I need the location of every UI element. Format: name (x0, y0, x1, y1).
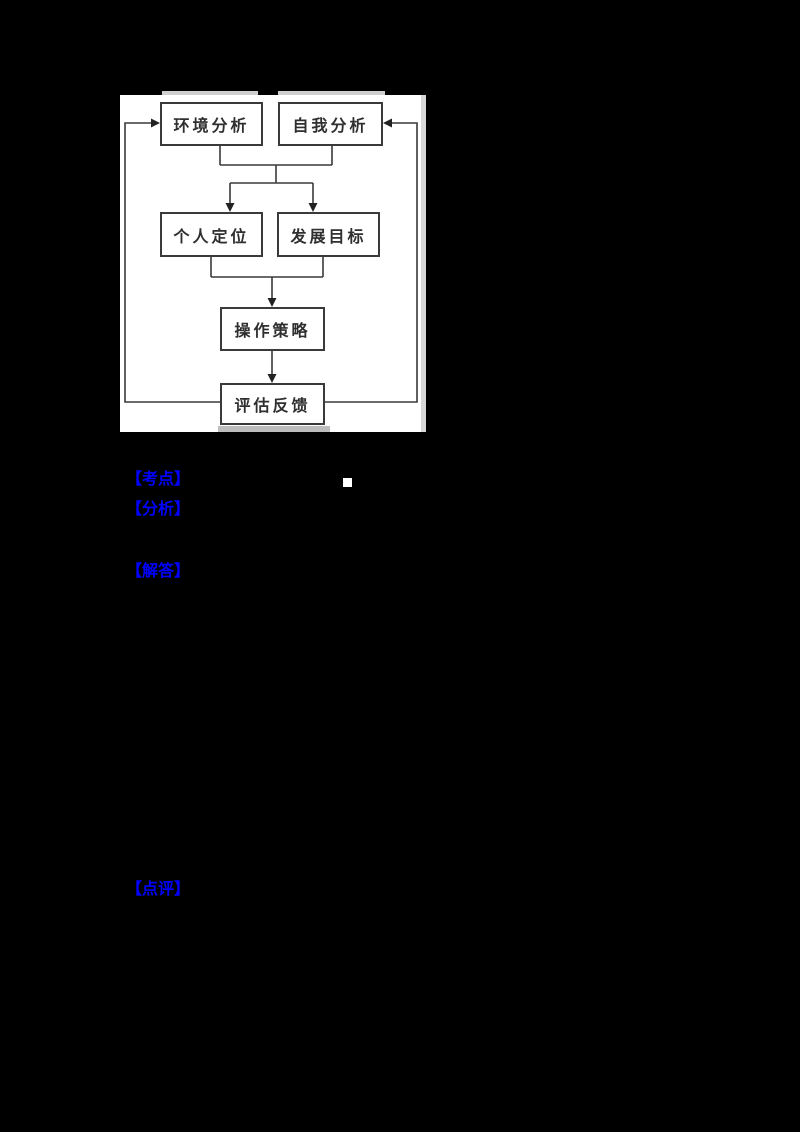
flow-node-self-analysis: 自我分析 (278, 102, 383, 146)
scan-artifact-strip (218, 426, 330, 432)
flowchart-image: 环境分析 自我分析 个人定位 发展目标 操作策略 评估反馈 (120, 95, 426, 432)
section-label-solution: 【解答】 (126, 563, 191, 580)
arrowhead-left-icon (383, 118, 392, 128)
scan-artifact-strip (421, 95, 426, 432)
section-label-comments: 【点评】 (126, 881, 191, 898)
arrowhead-down-icon (267, 374, 277, 383)
flow-node-development-goal: 发展目标 (277, 212, 380, 257)
flowchart-connectors (124, 118, 418, 403)
flow-node-personal-positioning: 个人定位 (160, 212, 263, 257)
section-label-analysis: 【分析】 (126, 501, 191, 518)
arrowhead-down-icon (225, 203, 235, 212)
flow-node-operation-strategy: 操作策略 (220, 307, 325, 351)
arrowhead-right-icon (151, 118, 160, 128)
scan-artifact-strip (278, 91, 385, 95)
inline-formula-placeholder (343, 478, 352, 487)
scan-artifact-strip (162, 91, 258, 95)
section-label-exam-points: 【考点】 (126, 471, 191, 488)
arrowhead-down-icon (267, 298, 277, 307)
flow-node-environment-analysis: 环境分析 (160, 102, 263, 146)
flow-node-evaluation-feedback: 评估反馈 (220, 383, 325, 425)
arrowhead-down-icon (308, 203, 318, 212)
